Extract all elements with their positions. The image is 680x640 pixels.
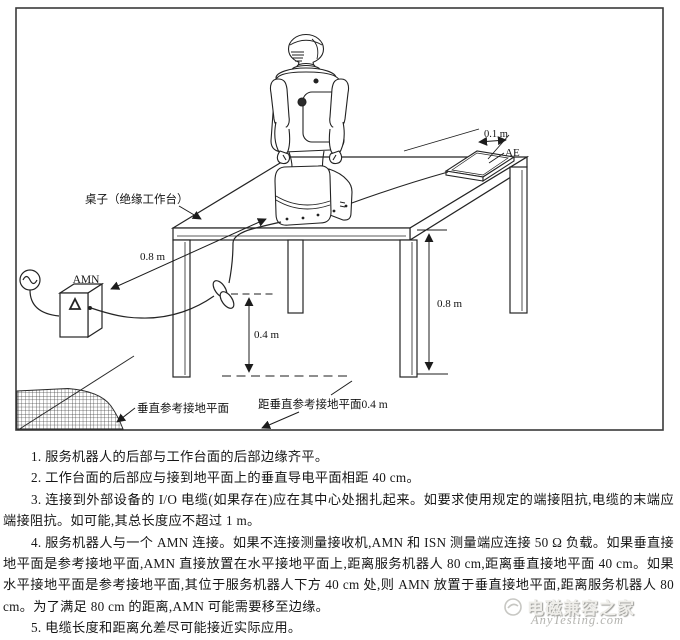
note-4: 4. 服务机器人与一个 AMN 连接。如果不连接测量接收机,AMN 和 ISN … [3,534,674,614]
robot-back-knob [297,97,307,107]
figure-frame [15,7,664,431]
dim-plate-line [478,136,507,146]
ground-perspective-line [17,355,135,431]
vertical-plane-label: 垂直参考接地平面 [137,401,229,415]
robot-base [274,165,332,226]
table-leg-back-right [509,166,528,314]
note-5: 5. 电缆长度和距离允差尽可能接近实际应用。 [31,620,302,636]
vertical-plane-leader [116,407,136,423]
amn-box [57,282,105,339]
service-robot [269,33,353,226]
figure-notes: 1. 服务机器人的后部与工作台面的后部边缘齐平。 2. 工作台面的后部应与接到地… [3,446,674,639]
ac-source-icon [19,269,60,317]
amn-cable-port [88,306,92,310]
ae-label: AE [505,147,520,159]
table-label: 桌子（绝缘工作台） [85,192,189,206]
power-cable [90,295,215,319]
robot-base-screws [285,204,348,221]
dim-cable-text: 0.8 m [140,251,166,263]
dim-table-height-text: 0.8 m [437,298,463,310]
note-3: 3. 连接到外部设备的 I/O 电缆(如果存在)应在其中心处捆扎起来。如要求使用… [3,491,674,529]
robot-left-arm [269,78,291,165]
dim-bundle-text: 0.4 m [254,329,280,341]
table-leg-back-left [287,239,304,314]
vertical-ground-plane-hatch [16,387,124,430]
test-setup-diagram: AMN 0.8 m 0.4 m 0.8 m 0.1 m AE 桌子（绝缘工作台） [15,7,664,431]
note-1: 1. 服务机器人的后部与工作台面的后部边缘齐平。 [31,449,329,464]
dim-plate-text: 0.1 m [484,129,508,140]
distance-label: 距垂直参考接地平面0.4 m [258,397,388,411]
table-label-leader [178,205,202,220]
dim-cable-line [110,218,267,290]
table-leg-front-left [172,239,191,378]
note-2: 2. 工作台面的后部应与接到地平面上的垂直导电平面相距 40 cm。 [31,470,420,486]
tabletop-front-edge [172,227,411,241]
table-leg-front-right [399,239,418,378]
robot-right-arm [328,78,350,165]
distance-leader [261,411,300,429]
io-cable [348,171,449,205]
robot-head [287,33,325,65]
warning-triangle-icon [68,296,82,310]
amn-label: AMN [73,274,101,286]
robot-head-grille [291,51,304,62]
